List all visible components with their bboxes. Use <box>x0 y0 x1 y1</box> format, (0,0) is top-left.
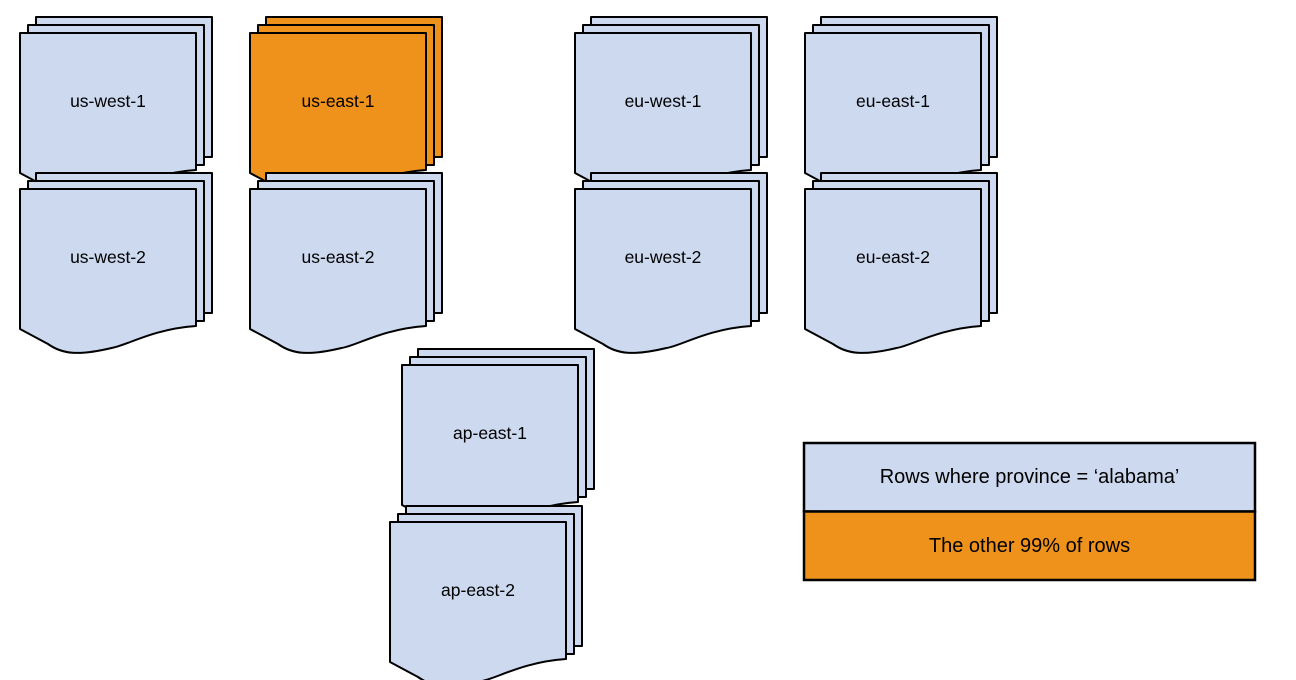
document-sheet-front <box>249 188 427 354</box>
document-stack-eu-west-1[interactable] <box>574 16 768 198</box>
document-stack-eu-west-2[interactable] <box>574 172 768 354</box>
document-stack-eu-east-1[interactable] <box>804 16 998 198</box>
document-stack-us-east-2[interactable] <box>249 172 443 354</box>
document-stack-ap-east-2[interactable] <box>389 505 583 680</box>
legend-row-matching-text: Rows where province = ‘alabama’ <box>879 466 1180 489</box>
document-stack-us-west-1[interactable] <box>19 16 213 198</box>
document-stacks-group <box>19 16 998 680</box>
legend-group <box>802 441 1257 582</box>
legend-row-other-text: The other 99% of rows <box>928 534 1131 557</box>
document-sheet-front <box>401 364 579 530</box>
document-stack-us-west-2[interactable] <box>19 172 213 354</box>
document-sheet-front <box>574 188 752 354</box>
document-stack-ap-east-1[interactable] <box>401 348 595 530</box>
document-stack-eu-east-2[interactable] <box>804 172 998 354</box>
document-stack-us-east-1[interactable] <box>249 16 443 198</box>
document-sheet-front <box>804 188 982 354</box>
document-sheet-front <box>19 188 197 354</box>
document-sheet-front <box>389 521 567 680</box>
legend-row-other-swatch <box>802 510 1257 582</box>
